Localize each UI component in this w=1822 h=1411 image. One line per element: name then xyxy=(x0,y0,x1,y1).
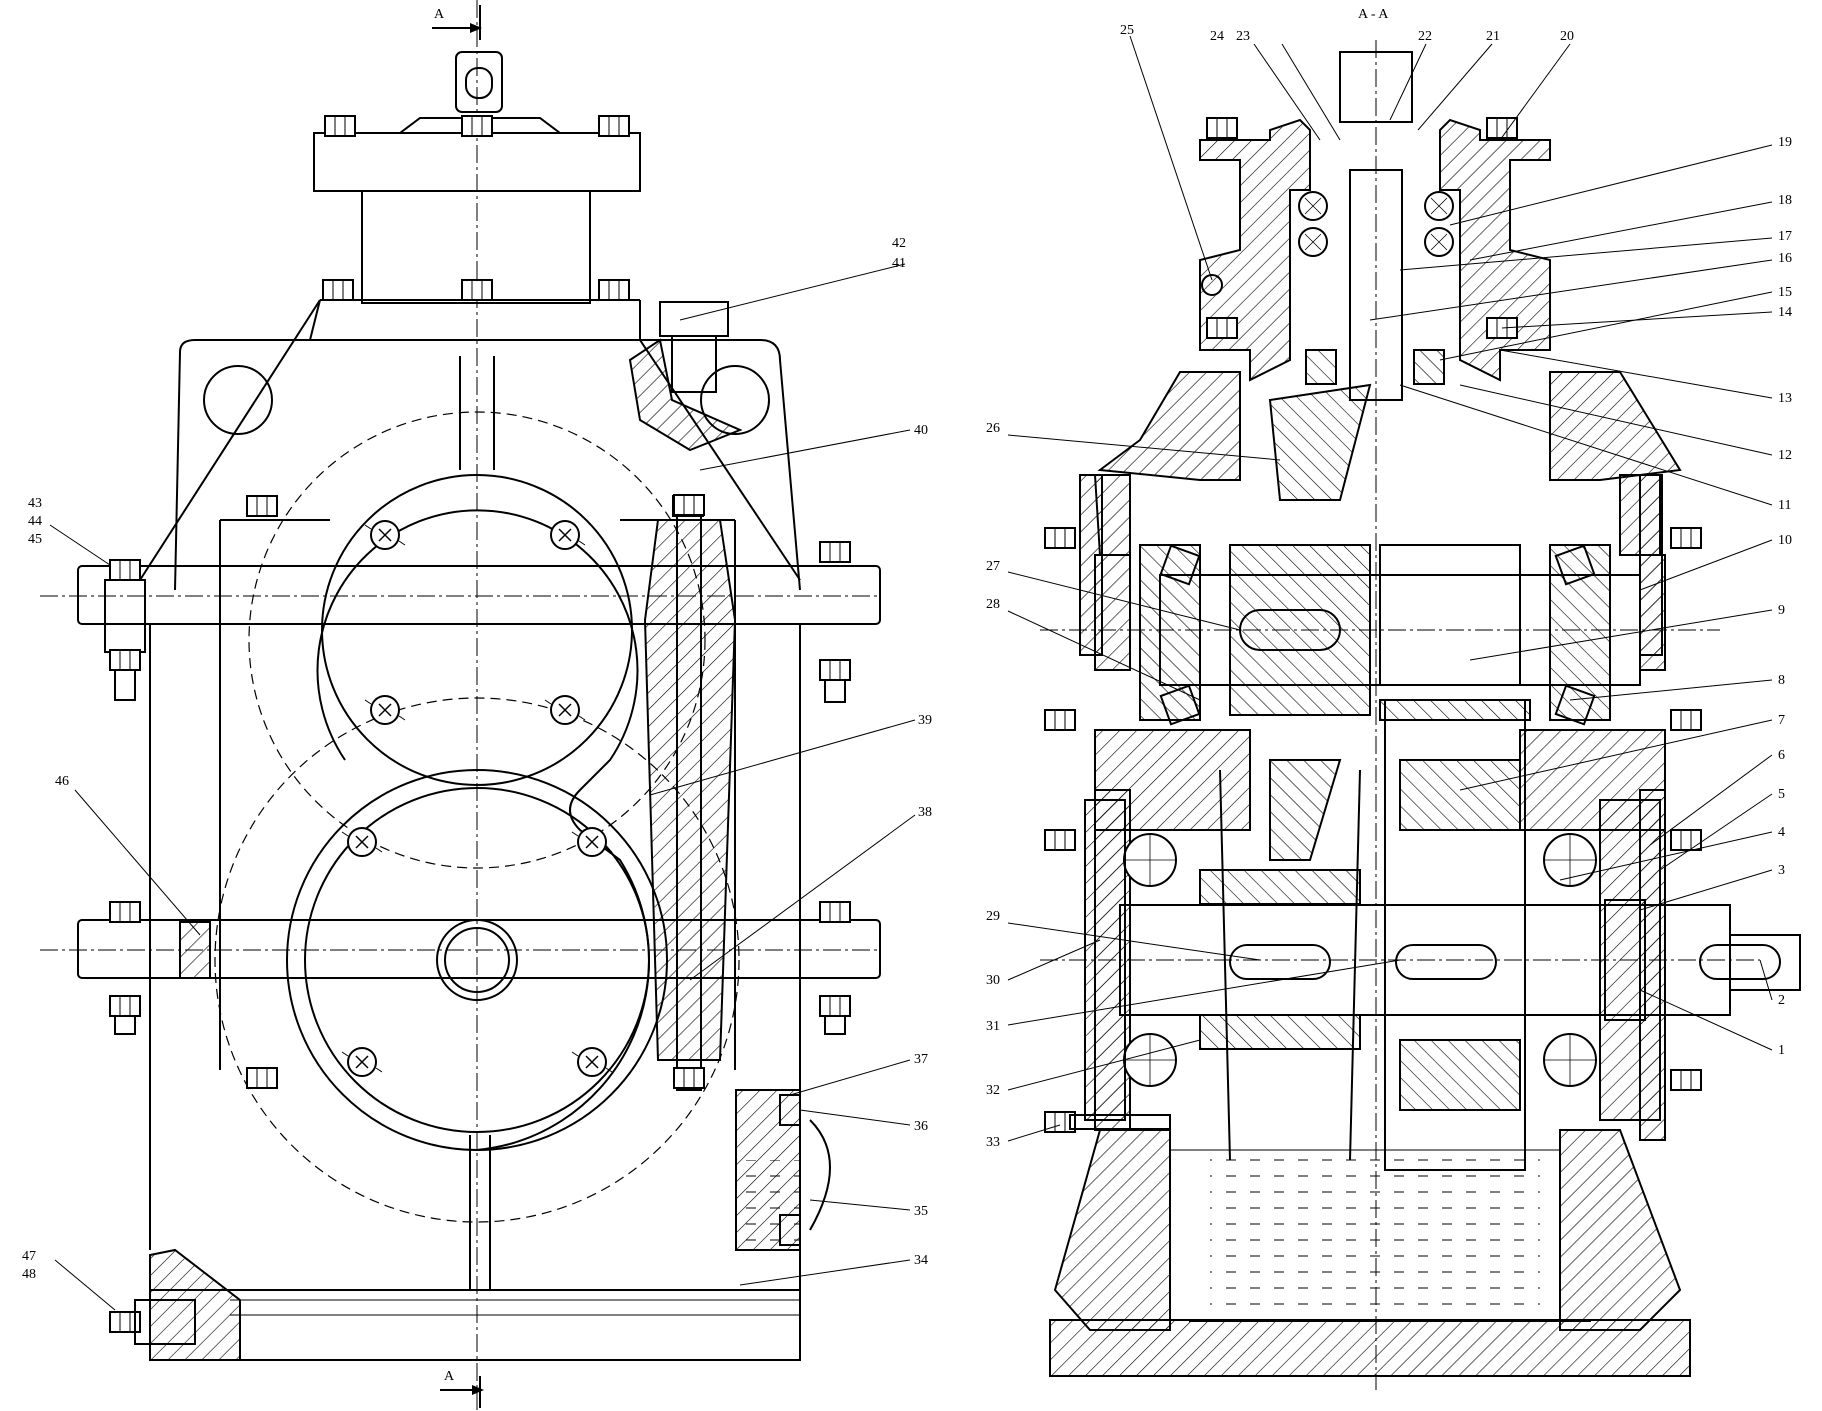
front-view: A A xyxy=(22,0,932,1411)
input-shaft-end xyxy=(455,51,503,113)
label-31: 31 xyxy=(986,1019,1000,1034)
tapered-bearing-right xyxy=(1549,544,1611,721)
label-15: 15 xyxy=(1778,285,1792,300)
filler-plug xyxy=(659,301,729,337)
label-12: 12 xyxy=(1778,448,1792,463)
flange-bolt-right-lower xyxy=(819,901,851,1035)
label-21: 21 xyxy=(1486,29,1500,44)
label-5: 5 xyxy=(1778,787,1785,802)
label-42: 42 xyxy=(892,236,906,251)
label-27: 27 xyxy=(986,559,1000,574)
label-48: 48 xyxy=(22,1267,36,1282)
upper-housing-left xyxy=(1097,371,1241,481)
lifting-eye-right xyxy=(700,365,770,435)
bevel-pinion xyxy=(1268,383,1372,501)
label-19: 19 xyxy=(1778,135,1792,150)
section-title: A - A xyxy=(1358,7,1389,22)
label-33: 33 xyxy=(986,1135,1000,1150)
flange-bolt-right-upper xyxy=(819,541,851,703)
flange-bolt-left-upper xyxy=(104,559,146,701)
label-17: 17 xyxy=(1778,229,1792,244)
top-cover-right xyxy=(1439,118,1551,382)
label-3: 3 xyxy=(1778,863,1785,878)
end-cap-left xyxy=(1084,799,1126,1121)
label-14: 14 xyxy=(1778,305,1792,320)
label-16: 16 xyxy=(1778,251,1792,266)
label-37: 37 xyxy=(914,1052,928,1067)
label-43: 43 xyxy=(28,496,42,511)
end-cap-right xyxy=(1599,799,1661,1121)
input-shaft xyxy=(1339,51,1413,123)
upper-housing-right xyxy=(1549,371,1682,481)
label-28: 28 xyxy=(986,597,1000,612)
base-foot-left xyxy=(1053,1129,1171,1331)
upper-housing-neck xyxy=(361,190,591,304)
label-45: 45 xyxy=(28,532,42,547)
tapered-bearing-left xyxy=(1139,544,1201,721)
label-35: 35 xyxy=(914,1204,928,1219)
label-7: 7 xyxy=(1778,713,1785,728)
label-22: 22 xyxy=(1418,29,1432,44)
oil-bath xyxy=(1210,1150,1540,1320)
label-18: 18 xyxy=(1778,193,1792,208)
label-46: 46 xyxy=(55,774,69,789)
label-34: 34 xyxy=(914,1253,928,1268)
label-9: 9 xyxy=(1778,603,1785,618)
flange-bolt-left-lower xyxy=(109,901,211,1035)
label-40: 40 xyxy=(914,423,928,438)
breather xyxy=(1201,274,1223,296)
label-13: 13 xyxy=(1778,391,1792,406)
label-23: 23 xyxy=(1236,29,1250,44)
base-foot-right xyxy=(1559,1129,1682,1331)
section-view-a-a: A - A xyxy=(986,7,1801,1390)
label-26: 26 xyxy=(986,421,1000,436)
output-shaft-end xyxy=(1729,934,1801,991)
label-36: 36 xyxy=(914,1119,928,1134)
output-shaft-bore xyxy=(436,919,518,1001)
bevel-gear-hub xyxy=(1229,544,1371,716)
label-1: 1 xyxy=(1778,1043,1785,1058)
label-4: 4 xyxy=(1778,825,1785,840)
label-11: 11 xyxy=(1778,498,1791,513)
section-mark-bottom-label: A xyxy=(444,1369,455,1384)
pinion-9 xyxy=(1379,544,1521,686)
label-20: 20 xyxy=(1560,29,1574,44)
section-mark-bottom: A xyxy=(440,1369,484,1408)
bearing-cover-upper xyxy=(316,509,650,1151)
label-39: 39 xyxy=(918,713,932,728)
label-24: 24 xyxy=(1210,29,1224,44)
label-47: 47 xyxy=(22,1249,36,1264)
bolt-section-38 xyxy=(643,519,737,1061)
upper-flange-rail xyxy=(77,565,881,625)
label-29: 29 xyxy=(986,909,1000,924)
label-44: 44 xyxy=(28,514,42,529)
section-mark-top-label: A xyxy=(434,7,445,22)
label-8: 8 xyxy=(1778,673,1785,688)
label-30: 30 xyxy=(986,973,1000,988)
drain-plug xyxy=(109,1299,196,1345)
section-mark-top: A xyxy=(432,5,482,40)
lifting-eye-left xyxy=(203,365,273,435)
label-32: 32 xyxy=(986,1083,1000,1098)
label-6: 6 xyxy=(1778,748,1785,763)
top-cover-left xyxy=(1199,118,1311,382)
label-10: 10 xyxy=(1778,533,1792,548)
label-38: 38 xyxy=(918,805,932,820)
base-plate-section xyxy=(1049,1319,1691,1377)
label-41: 41 xyxy=(892,256,906,271)
label-25: 25 xyxy=(1120,23,1134,38)
label-2: 2 xyxy=(1778,993,1785,1008)
